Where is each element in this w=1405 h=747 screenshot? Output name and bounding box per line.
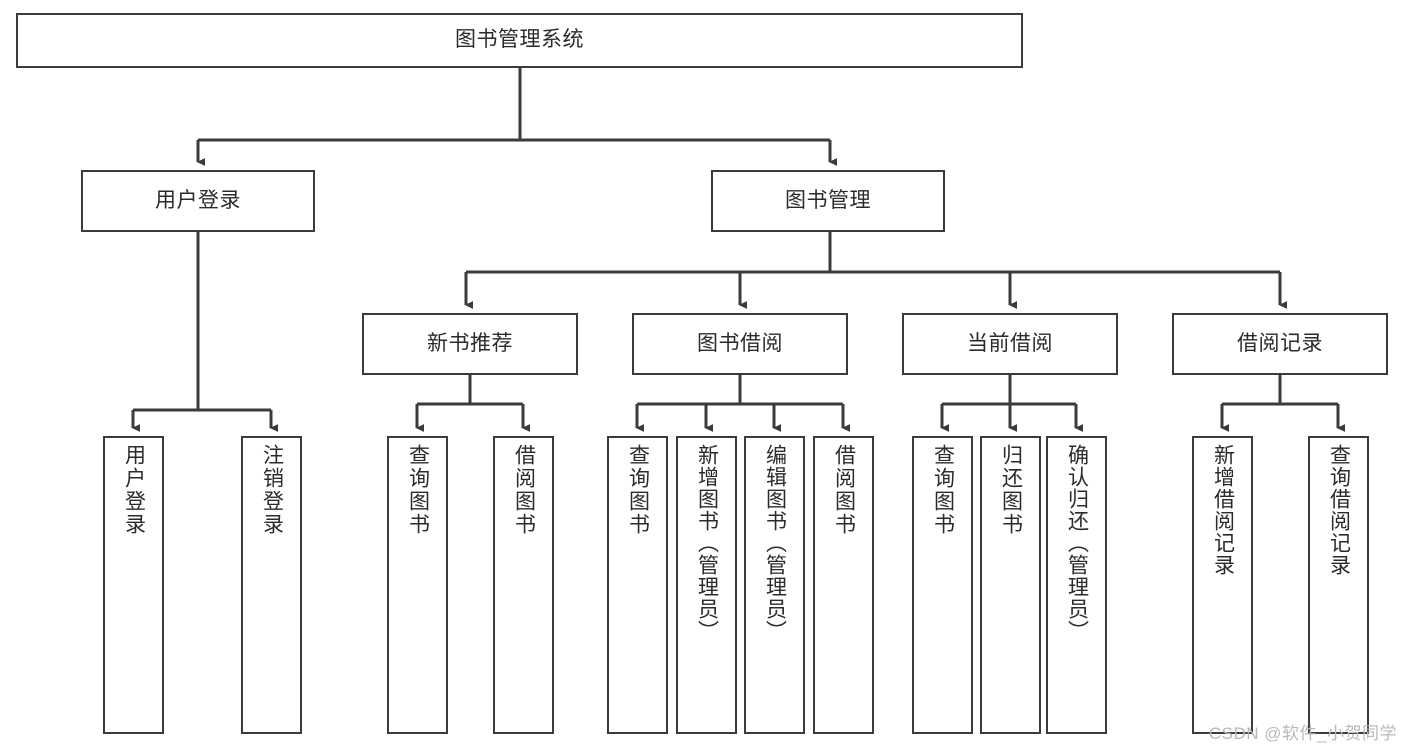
node-label: 查询图书	[406, 444, 430, 536]
node-label: 借阅图书	[512, 444, 536, 536]
node-root-book-management-system[interactable]: 图书管理系统	[16, 13, 1023, 68]
node-borrow-record[interactable]: 借阅记录	[1172, 313, 1388, 375]
leaf-user-login-login[interactable]: 用户登录	[103, 436, 164, 734]
leaf-book-borrow-borrow-book[interactable]: 借阅图书	[813, 436, 874, 734]
node-label: 确认归还（管理员）	[1065, 444, 1089, 642]
leaf-new-book-query-book[interactable]: 查询图书	[387, 436, 448, 734]
watermark-text: CSDN @软件_小贺同学	[1208, 724, 1397, 743]
leaf-book-borrow-edit-book-admin[interactable]: 编辑图书（管理员）	[744, 436, 805, 734]
node-label: 图书借阅	[697, 331, 783, 355]
leaf-current-borrow-return-book[interactable]: 归还图书	[980, 436, 1041, 734]
node-label: 当前借阅	[967, 331, 1053, 355]
node-current-borrow[interactable]: 当前借阅	[902, 313, 1118, 375]
node-label: 新增图书（管理员）	[695, 444, 719, 642]
node-new-book-recommend[interactable]: 新书推荐	[362, 313, 578, 375]
leaf-current-borrow-confirm-return-admin[interactable]: 确认归还（管理员）	[1046, 436, 1107, 734]
node-label: 查询图书	[931, 444, 955, 536]
node-user-login[interactable]: 用户登录	[81, 170, 315, 232]
node-label: 图书管理	[785, 188, 871, 212]
node-label: 图书管理系统	[455, 28, 584, 52]
node-label: 编辑图书（管理员）	[763, 444, 787, 642]
node-label: 借阅图书	[832, 444, 856, 536]
node-label: 注销登录	[260, 444, 284, 536]
leaf-user-login-logout[interactable]: 注销登录	[241, 436, 302, 734]
leaf-current-borrow-query-book[interactable]: 查询图书	[912, 436, 973, 734]
leaf-book-borrow-add-book-admin[interactable]: 新增图书（管理员）	[676, 436, 737, 734]
node-label: 用户登录	[155, 188, 241, 212]
node-label: 用户登录	[122, 444, 146, 536]
leaf-borrow-record-add-record[interactable]: 新增借阅记录	[1192, 436, 1253, 734]
node-book-management[interactable]: 图书管理	[711, 170, 945, 232]
node-label: 新增借阅记录	[1211, 444, 1235, 576]
node-label: 新书推荐	[427, 331, 513, 355]
node-label: 查询图书	[626, 444, 650, 536]
node-label: 借阅记录	[1237, 331, 1323, 355]
leaf-borrow-record-query-record[interactable]: 查询借阅记录	[1308, 436, 1369, 734]
node-book-borrow[interactable]: 图书借阅	[632, 313, 848, 375]
node-label: 查询借阅记录	[1327, 444, 1351, 576]
leaf-book-borrow-query-book[interactable]: 查询图书	[607, 436, 668, 734]
node-label: 归还图书	[999, 444, 1023, 536]
leaf-new-book-borrow-book[interactable]: 借阅图书	[493, 436, 554, 734]
